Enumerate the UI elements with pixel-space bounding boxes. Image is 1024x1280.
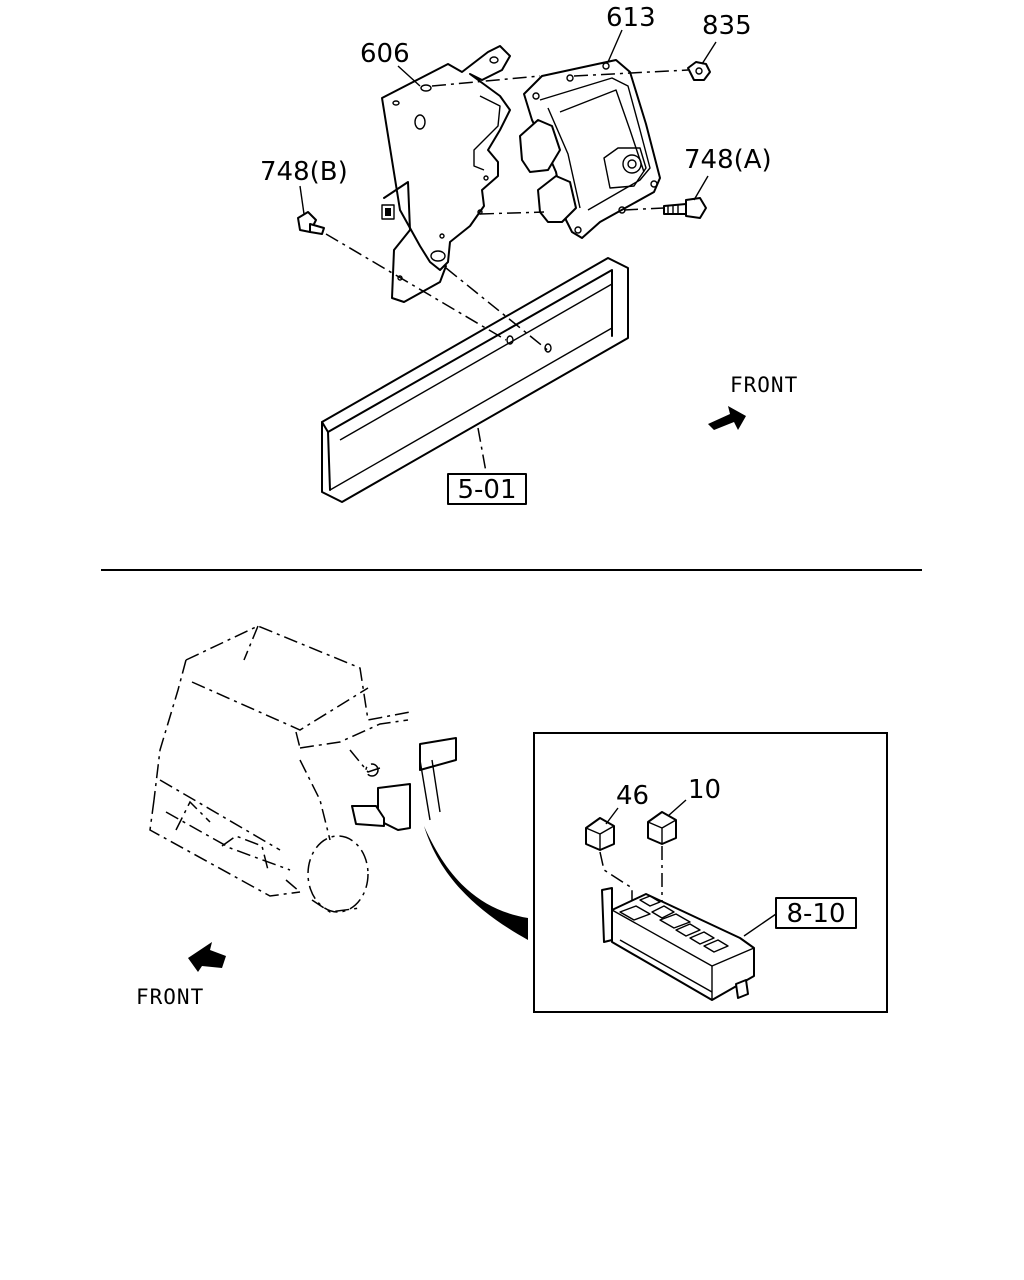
bracket-606 [381,45,511,303]
label-835: 835 [702,11,752,41]
bolt-748a [663,197,707,219]
detail-inset: 46 10 8-10 [533,732,888,1013]
front-label-upper: FRONT [730,373,798,397]
label-606: 606 [360,39,410,69]
label-5-01: 5-01 [457,475,516,505]
relay-10 [647,811,677,845]
label-46: 46 [616,781,649,811]
ref-box-8-10: 8-10 [775,897,857,929]
bolt-748b [297,211,325,235]
vehicle-relay-box [351,737,457,831]
control-unit-613 [519,59,661,239]
relay-46 [585,817,615,851]
label-748a: 748(A) [684,145,772,175]
front-arrow-upper [708,406,746,430]
ref-box-5-01: 5-01 [447,473,527,505]
label-8-10: 8-10 [786,899,845,929]
label-613: 613 [606,3,656,33]
truck-cab [149,625,411,913]
front-label-lower: FRONT [136,985,204,1009]
front-arrow-lower [188,942,226,972]
frame-rail [321,257,629,503]
nut-835 [687,61,711,81]
callout-pointer [424,826,528,940]
lower-view: FRONT [136,625,888,1013]
upper-view: 606 613 835 748(A) 748(B) 5-01 FRONT [260,3,798,505]
relay-box-8-10 [601,887,755,1001]
label-748b: 748(B) [260,157,348,187]
label-10: 10 [688,775,721,805]
